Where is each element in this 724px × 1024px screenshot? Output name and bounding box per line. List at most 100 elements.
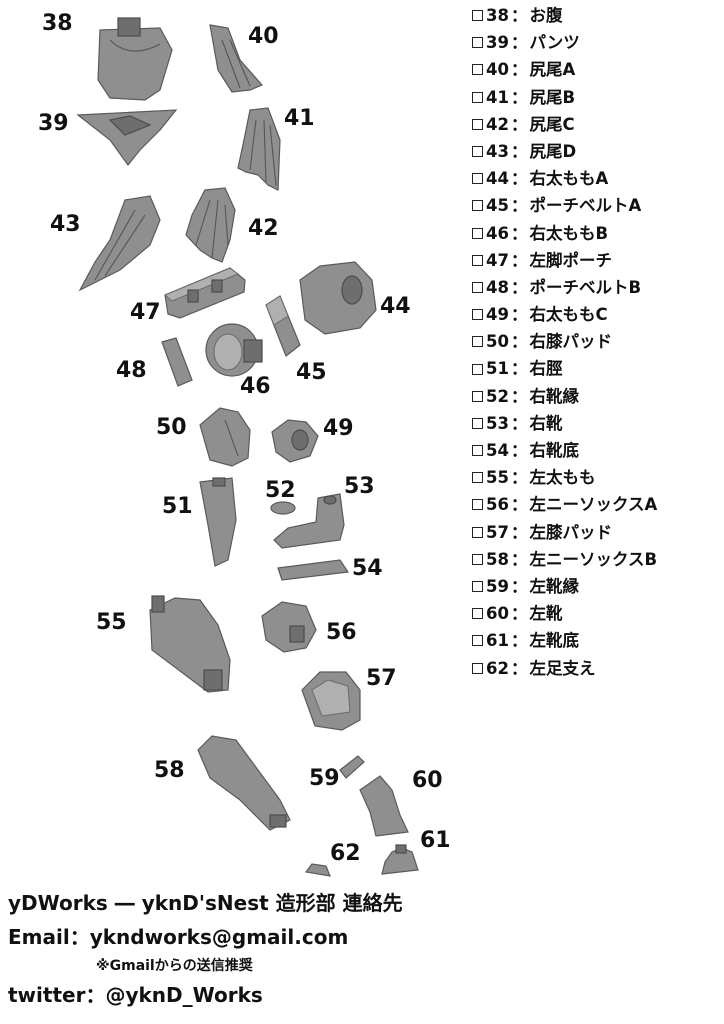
checkbox-icon[interactable] [472, 118, 483, 130]
part-41-tail-b [237, 107, 281, 191]
checkbox-icon[interactable] [472, 417, 483, 429]
checklist-separator: ： [510, 658, 528, 678]
checklist-item-59[interactable]: 59：左靴縁 [472, 573, 657, 600]
checkbox-icon[interactable] [472, 390, 483, 402]
checkbox-icon[interactable] [472, 227, 483, 239]
checkbox-icon[interactable] [472, 608, 483, 620]
checkbox-icon[interactable] [472, 254, 483, 266]
checkbox-icon[interactable] [472, 281, 483, 293]
label-38: 38 [42, 11, 73, 36]
label-53: 53 [344, 474, 375, 499]
checklist-item-42[interactable]: 42：尻尾C [472, 111, 657, 138]
checklist-item-name: 右太ももC [529, 305, 608, 325]
label-46: 46 [240, 374, 271, 399]
checklist-item-name: 左靴 [529, 604, 563, 624]
checklist-item-41[interactable]: 41：尻尾B [472, 84, 657, 111]
checklist-item-name: 尻尾B [529, 87, 576, 107]
checklist-item-number: 61 [486, 631, 509, 651]
checkbox-icon[interactable] [472, 472, 483, 484]
checkbox-icon[interactable] [472, 553, 483, 565]
checklist-separator: ： [510, 169, 528, 189]
part-62-left-foot-support [304, 863, 331, 877]
label-55: 55 [96, 610, 127, 635]
part-55-left-thigh [149, 595, 231, 693]
contact-footer: yDWorks ― yknD'sNest 造形部 連絡先 Email：ykndw… [8, 886, 403, 1012]
checkbox-icon[interactable] [472, 91, 483, 103]
checklist-item-54[interactable]: 54：右靴底 [472, 437, 657, 464]
checkbox-icon[interactable] [472, 499, 483, 511]
checkbox-icon[interactable] [472, 336, 483, 348]
part-56-left-knee-sock-a [261, 601, 317, 653]
label-41: 41 [284, 106, 315, 131]
checkbox-icon[interactable] [472, 200, 483, 212]
checklist-item-38[interactable]: 38：お腹 [472, 2, 657, 29]
checklist-item-57[interactable]: 57：左膝パッド [472, 519, 657, 546]
checkbox-icon[interactable] [472, 635, 483, 647]
label-42: 42 [248, 216, 279, 241]
checklist-separator: ： [510, 87, 528, 107]
checklist-item-number: 54 [486, 441, 509, 460]
checkbox-icon[interactable] [472, 309, 483, 321]
checklist-item-name: パンツ [529, 33, 580, 53]
checklist-item-number: 51 [486, 359, 509, 379]
checkbox-icon[interactable] [472, 445, 483, 457]
checklist-item-56[interactable]: 56：左ニーソックスA [472, 491, 657, 518]
checkbox-icon[interactable] [472, 64, 483, 76]
checklist-item-60[interactable]: 60：左靴 [472, 600, 657, 627]
checklist-item-48[interactable]: 48：ポーチベルトB [472, 274, 657, 301]
label-48: 48 [116, 358, 147, 383]
checkbox-icon[interactable] [472, 146, 483, 158]
checklist-separator: ： [510, 386, 528, 406]
checklist-item-name: ポーチベルトA [529, 196, 642, 216]
checklist-item-number: 43 [486, 141, 509, 161]
part-51-right-shin [199, 477, 237, 567]
checklist-separator: ： [510, 631, 528, 651]
checkbox-icon[interactable] [472, 173, 483, 185]
checklist-item-62[interactable]: 62：左足支え [472, 655, 657, 682]
part-54-right-shoe-sole [277, 559, 350, 581]
checkbox-icon[interactable] [472, 581, 483, 593]
label-61: 61 [420, 828, 451, 853]
checklist-item-53[interactable]: 53：右靴 [472, 410, 657, 437]
checklist-item-40[interactable]: 40：尻尾A [472, 56, 657, 83]
checklist-item-46[interactable]: 46：右太ももB [472, 220, 657, 247]
checklist-item-number: 59 [486, 576, 509, 596]
checklist-item-45[interactable]: 45：ポーチベルトA [472, 192, 657, 219]
part-47-left-leg-pouch [164, 267, 246, 319]
checklist-item-51[interactable]: 51：右脛 [472, 355, 657, 382]
checklist-separator: ： [510, 6, 528, 25]
checklist-item-55[interactable]: 55：左太もも [472, 464, 657, 491]
part-59-left-shoe-rim [339, 755, 365, 779]
checklist-separator: ： [510, 223, 528, 243]
checklist-item-49[interactable]: 49：右太ももC [472, 301, 657, 328]
checkbox-icon[interactable] [472, 526, 483, 538]
checklist-item-50[interactable]: 50：右膝パッド [472, 328, 657, 355]
twitter-line[interactable]: twitter：@yknD_Works [8, 983, 263, 1007]
checklist-item-number: 58 [486, 549, 509, 569]
email-line[interactable]: Email：ykndworks@gmail.com [8, 925, 349, 949]
label-54: 54 [352, 556, 383, 581]
checklist-item-43[interactable]: 43：尻尾D [472, 138, 657, 165]
checklist-item-47[interactable]: 47：左脚ポーチ [472, 247, 657, 274]
part-42-tail-c [185, 187, 236, 263]
checklist-item-name: 左脚ポーチ [529, 250, 612, 270]
checkbox-icon[interactable] [472, 363, 483, 375]
label-57: 57 [366, 666, 397, 691]
checklist-separator: ： [510, 441, 528, 460]
checklist-item-61[interactable]: 61：左靴底 [472, 627, 657, 654]
checklist-item-58[interactable]: 58：左ニーソックスB [472, 546, 657, 573]
label-58: 58 [154, 758, 185, 783]
part-57-left-knee-pad [301, 671, 361, 731]
checklist-item-name: 右脛 [529, 359, 563, 379]
checkbox-icon[interactable] [472, 10, 483, 22]
checklist-item-52[interactable]: 52：右靴縁 [472, 383, 657, 410]
checkbox-icon[interactable] [472, 37, 483, 49]
checklist-separator: ： [510, 250, 528, 270]
gmail-recommendation-note: ※Gmailからの送信推奨 [96, 958, 253, 974]
label-60: 60 [412, 768, 443, 793]
checklist-item-44[interactable]: 44：右太ももA [472, 165, 657, 192]
checkbox-icon[interactable] [472, 662, 483, 674]
checklist-item-39[interactable]: 39：パンツ [472, 29, 657, 56]
checklist-item-name: 左靴縁 [529, 576, 579, 596]
